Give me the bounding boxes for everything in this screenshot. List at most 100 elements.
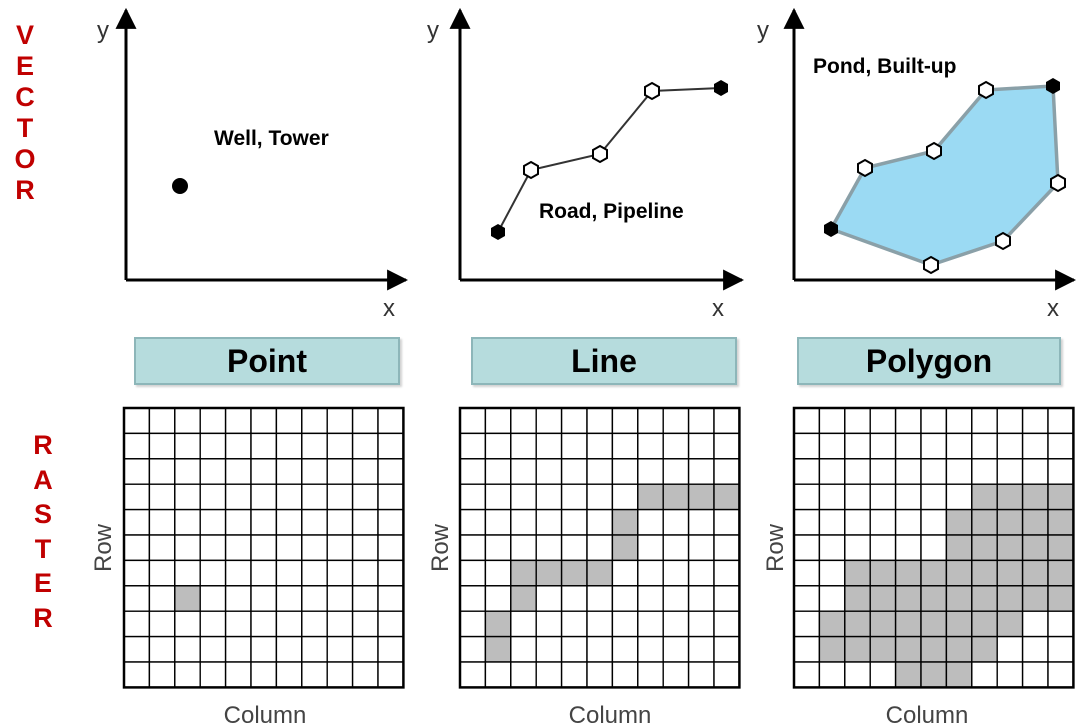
raster-cell (869, 661, 897, 689)
raster-cell (459, 585, 487, 612)
raster-cell-filled (844, 585, 871, 612)
raster-cell-filled (894, 559, 922, 587)
raster-cell (326, 635, 354, 663)
raster-cell (818, 534, 846, 562)
raster-cell (510, 610, 537, 638)
raster-cell (869, 483, 897, 511)
raster-cell-filled (535, 559, 563, 587)
raster-cell (535, 483, 563, 511)
raster-cell (1047, 432, 1075, 460)
raster-cell (560, 585, 588, 612)
raster-cell (174, 635, 201, 663)
raster-cell (459, 610, 487, 638)
row-axis-label: Row (762, 523, 789, 572)
raster-cell (894, 508, 922, 536)
raster-cell (484, 534, 512, 562)
raster-cell-filled (894, 585, 922, 612)
raster-cell (920, 534, 948, 562)
raster-cell (945, 458, 973, 485)
raster-cell (326, 483, 354, 511)
polygon-vertex (857, 158, 873, 178)
raster-cell (484, 508, 512, 536)
raster-cell (224, 458, 252, 485)
raster-cell (637, 559, 664, 587)
raster-cell (793, 635, 821, 663)
raster-cell (377, 508, 405, 536)
raster-cell (611, 559, 639, 587)
raster-cell (560, 508, 588, 536)
raster-cell (637, 458, 664, 485)
raster-cell (224, 534, 252, 562)
raster-cell (351, 508, 379, 536)
raster-cell (377, 458, 405, 485)
polygon-title-banner: Polygon (797, 337, 1061, 385)
raster-cell (275, 610, 303, 638)
raster-cell-filled (920, 585, 948, 612)
raster-cell (637, 534, 664, 562)
raster-cell-filled (894, 661, 922, 689)
raster-cell (351, 483, 379, 511)
raster-cell (560, 534, 588, 562)
vector-letter: E (15, 51, 34, 81)
raster-cell (945, 483, 973, 511)
column-axis-label: Column (224, 702, 307, 728)
polygon-example-label: Pond, Built-up (813, 55, 956, 78)
raster-cell (148, 585, 176, 612)
raster-cell (996, 661, 1024, 689)
raster-letter: E (33, 568, 52, 598)
raster-cell-filled (687, 483, 715, 511)
raster-cell (224, 635, 252, 663)
raster-cell-filled (996, 585, 1024, 612)
raster-cell (662, 585, 690, 612)
vector-letter: O (14, 144, 36, 174)
line-vector-panel: y x Road, Pipeline (427, 7, 745, 322)
raster-cell-filled (611, 534, 639, 562)
raster-grid-border (458, 406, 741, 689)
raster-cell (510, 661, 537, 689)
raster-cell (275, 458, 303, 485)
raster-cell (1021, 661, 1049, 689)
raster-cell-filled (971, 585, 998, 612)
raster-cell (971, 458, 998, 485)
raster-cell-filled (637, 483, 664, 511)
raster-cell (560, 661, 588, 689)
column-axis-label: Column (569, 702, 652, 728)
raster-cell-filled (869, 585, 897, 612)
raster-cell (275, 585, 303, 612)
raster-cell (484, 407, 512, 435)
raster-cell-filled (894, 635, 922, 663)
raster-cell (199, 407, 227, 435)
raster-cell-filled (971, 508, 998, 536)
raster-cell (459, 534, 487, 562)
raster-cell (844, 508, 871, 536)
raster-cell (123, 585, 151, 612)
raster-cell-filled (1047, 534, 1075, 562)
raster-cell (301, 432, 328, 460)
raster-cell (148, 534, 176, 562)
raster-cell (844, 534, 871, 562)
raster-cell (275, 483, 303, 511)
raster-cell (687, 610, 715, 638)
raster-cell (250, 483, 278, 511)
raster-cell-filled (945, 534, 973, 562)
raster-cell (459, 432, 487, 460)
polygon-vertex (1050, 173, 1066, 193)
raster-cell (326, 610, 354, 638)
raster-cell (326, 458, 354, 485)
raster-cell (1021, 407, 1049, 435)
vector-side-label: V E C T O R (10, 20, 40, 206)
raster-cell-filled (174, 585, 201, 612)
raster-cell (199, 661, 227, 689)
raster-cell (1047, 635, 1075, 663)
raster-cell (611, 458, 639, 485)
raster-cell (713, 432, 741, 460)
raster-cell (250, 585, 278, 612)
polygon-vertex (1046, 78, 1060, 94)
raster-cell (301, 585, 328, 612)
raster-cell-filled (920, 661, 948, 689)
raster-cell (174, 407, 201, 435)
raster-cell (224, 610, 252, 638)
raster-cell-filled (818, 635, 846, 663)
raster-cell (484, 432, 512, 460)
raster-cell (459, 483, 487, 511)
